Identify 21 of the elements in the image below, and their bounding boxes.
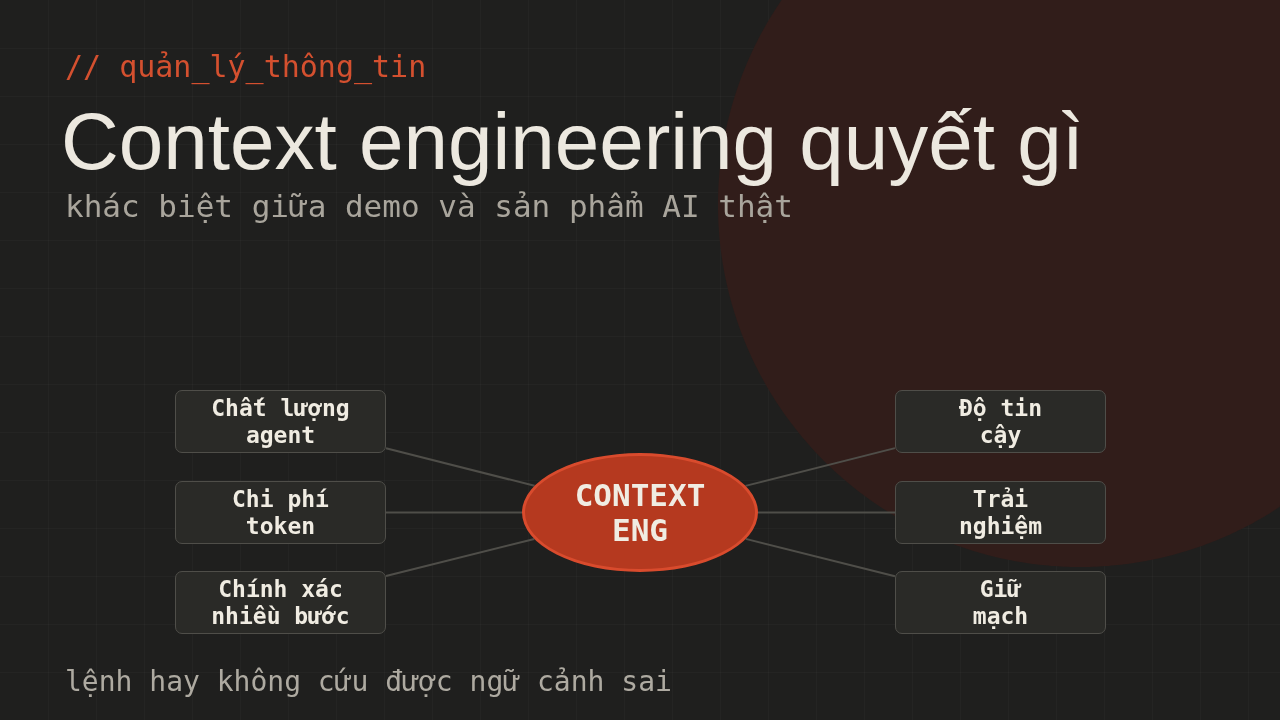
connector-line [744, 447, 896, 487]
connector-line [385, 511, 523, 514]
topic-box [895, 571, 1106, 634]
connector-line [744, 537, 896, 578]
connector-line [757, 511, 896, 514]
topic-box [175, 571, 386, 634]
node-label: Chính xác nhiều bước [210, 575, 351, 630]
subtitle: khác biệt giữa demo và sản phẩm AI thật [65, 191, 793, 222]
node-label: Giữ mạch [971, 575, 1030, 630]
topic-box [175, 481, 386, 544]
connector-line [385, 447, 536, 487]
connector-line [385, 537, 536, 578]
node-label: Độ tin cậy [957, 394, 1044, 449]
footer-note: lệnh hay không cứu được ngữ cảnh sai [65, 668, 672, 696]
node-label: Trải nghiệm [957, 485, 1044, 540]
topic-box [175, 390, 386, 453]
node-label: CONTEXT ENG [573, 477, 707, 548]
node-label: Chi phí token [231, 485, 330, 540]
topic-box [895, 390, 1106, 453]
node-label: Chất lượng agent [210, 394, 351, 449]
topic-box [895, 481, 1106, 544]
